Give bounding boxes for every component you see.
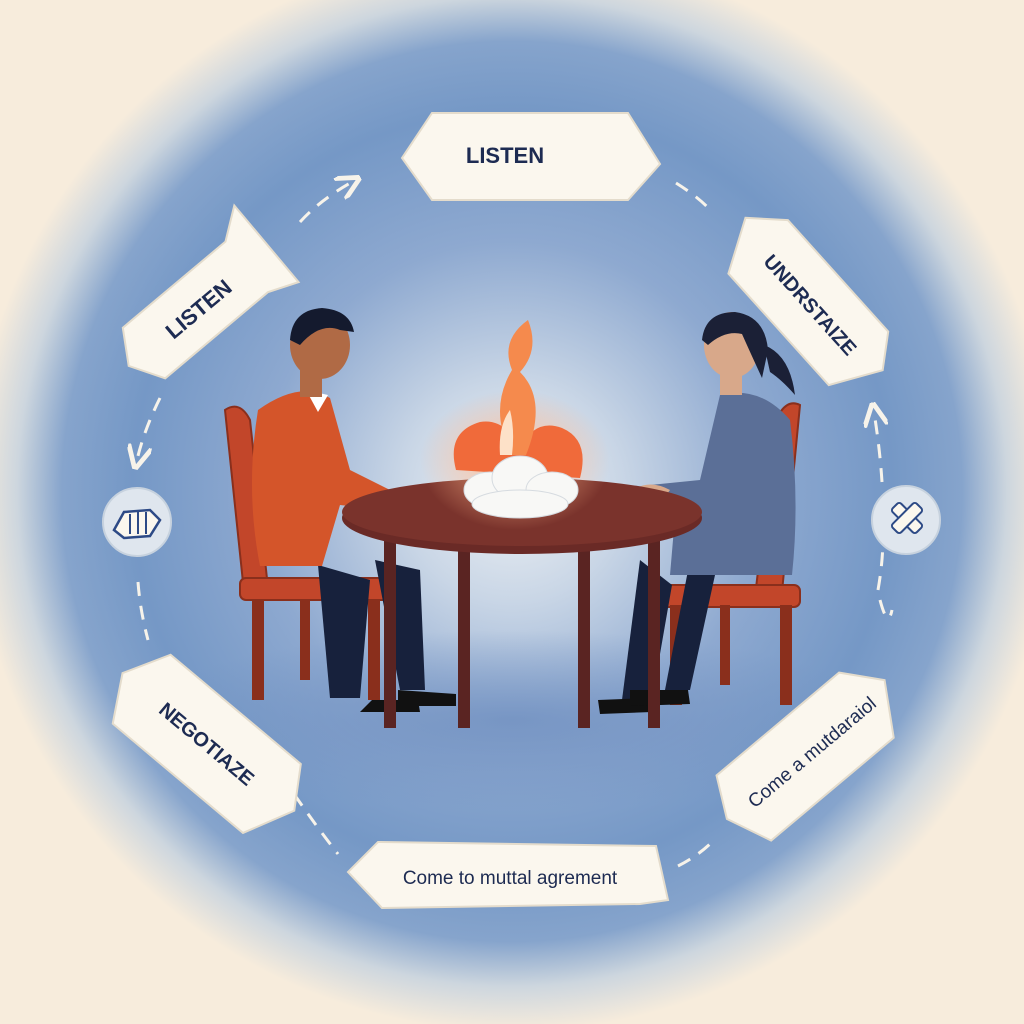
connector-bottom-to-right [677,836,718,868]
connector-top-to-right [675,181,714,213]
arrow-label-bottom: Come to muttal agrement [346,840,670,910]
floor-shadow [132,630,892,810]
arrow-label-bottom-left: NEGOTIAZE [111,653,302,835]
crossed-bandage-icon [871,485,941,555]
handshake-icon [102,487,172,557]
arrow-label-left: LISTEN [121,203,301,380]
connector-left-down [137,397,162,460]
connector-left-to-top [298,182,352,224]
fire-cloud-icon [420,320,610,530]
connector-negotiate-to-bottom [292,793,340,855]
connector-right-lower [876,519,894,620]
connector-left-lower [136,581,150,641]
svg-text:Come to muttal agrement: Come to muttal agrement [403,868,618,889]
connector-right-up [874,412,882,483]
arrow-label-top: LISTEN [400,112,662,201]
svg-text:LISTEN: LISTEN [466,143,544,168]
cycle-connectors [136,181,894,868]
